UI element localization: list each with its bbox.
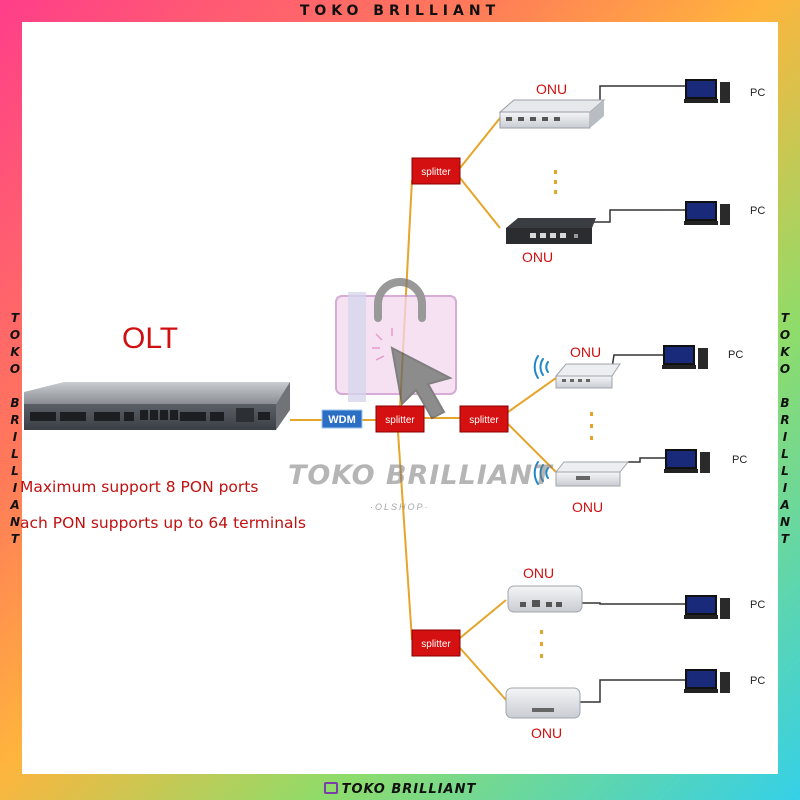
- frame-bottom-brand-text: TOKO BRILLIANT: [341, 782, 477, 797]
- olt-info-line-1: Maximum support 8 PON ports: [20, 478, 259, 496]
- onu-device-2: [506, 218, 596, 244]
- pc-label-6: PC: [750, 675, 765, 687]
- onu-label-2: ONU: [522, 249, 553, 265]
- onu-device-1: [498, 99, 606, 129]
- olt-title: OLT: [122, 322, 179, 355]
- pc-icon: [662, 345, 708, 369]
- splitter-main: splitter: [375, 405, 425, 433]
- pc-icon: [684, 201, 730, 225]
- pc-icon: [684, 669, 730, 693]
- fiber-lines: [290, 117, 557, 701]
- wifi-icon-2: [533, 461, 549, 485]
- wifi-icon: [533, 355, 549, 379]
- splitter-mid: splitter: [459, 405, 509, 433]
- pc-group: [662, 79, 730, 693]
- pc-label-2: PC: [750, 205, 765, 217]
- frame-bottom-brand: TOKO BRILLIANT: [0, 782, 800, 797]
- watermark-bag-icon: [335, 278, 457, 420]
- pc-label-3: PC: [728, 349, 743, 361]
- pc-label-5: PC: [750, 599, 765, 611]
- onu-label-5: ONU: [523, 565, 554, 581]
- watermark-title: TOKO BRILLIANT: [288, 460, 553, 491]
- splitter-mid-label: splitter: [469, 415, 499, 426]
- wdm-label: WDM: [328, 414, 356, 426]
- onu-label-4: ONU: [572, 499, 603, 515]
- splitter-bottom: splitter: [411, 629, 461, 657]
- onu-label-6: ONU: [531, 725, 562, 741]
- splitter-bottom-label: splitter: [421, 639, 451, 650]
- wdm-box: WDM: [321, 409, 363, 429]
- frame-top-brand: TOKO BRILLIANT: [299, 3, 501, 19]
- splitter-top-label: splitter: [421, 167, 451, 178]
- onu-device-6: [505, 687, 581, 719]
- onu-device-3: [554, 363, 621, 389]
- onu-label-1: ONU: [536, 81, 567, 97]
- onu-device-4: [554, 461, 630, 487]
- lan-cables: [580, 85, 686, 703]
- splitter-main-label: splitter: [385, 415, 415, 426]
- olt-device: [24, 382, 290, 430]
- splitter-top: splitter: [411, 157, 461, 185]
- ellipsis-dots: [540, 170, 593, 658]
- pc-label-1: PC: [750, 87, 765, 99]
- onu-label-3: ONU: [570, 344, 601, 360]
- pc-label-4: PC: [732, 454, 747, 466]
- watermark-subtitle: ·OLSHOP·: [370, 502, 430, 512]
- bag-logo-icon: [323, 782, 338, 794]
- pc-icon: [684, 79, 730, 103]
- pc-icon: [684, 595, 730, 619]
- olt-info-line-2: ach PON supports up to 64 terminals: [20, 514, 306, 532]
- onu-device-5: [507, 585, 583, 613]
- pc-icon: [664, 449, 710, 473]
